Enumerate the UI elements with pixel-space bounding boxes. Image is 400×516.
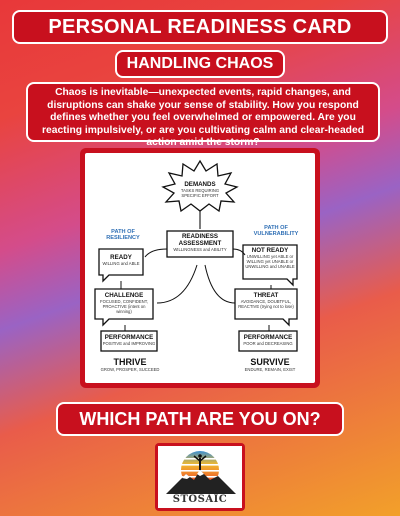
not-ready-bubble-shape [242,244,298,287]
path-of-resiliency-label: PATH OF RESILIENCY [106,229,140,242]
not-ready-node: NOT READY UNWILLING yet ABLE or WILLING … [243,247,297,269]
performance-left-box-shape [100,330,158,352]
thrive-sub: GROW, PROSPER, SUCCEED [100,367,160,372]
survive-node: SURVIVE ENDURE, REMAIN, EXIST [235,357,305,372]
stosaic-logo: STOSAIC [155,443,245,511]
survive-title: SURVIVE [250,357,290,367]
thrive-title: THRIVE [113,357,147,367]
performance-left-sub: POSITIVE and IMPROVING [102,341,156,346]
survive-sub: ENDURE, REMAIN, EXIST [244,367,296,372]
arrow-threat-path [204,264,236,304]
ready-sub: WILLING and ABLE [102,261,140,266]
not-ready-title: NOT READY [251,247,289,254]
threat-bubble-shape [234,288,298,327]
demands-sub: TASKS REQUIRING SPECIFIC EFFORT [180,188,220,198]
ready-title: READY [110,254,132,261]
challenge-node: CHALLENGE FOCUSED, CONFIDENT, PROACTIVE … [95,292,153,314]
readiness-diagram: DEMANDS TASKS REQUIRING SPECIFIC EFFORT … [80,148,320,388]
ready-bubble-shape [98,248,144,283]
diagram-shapes [94,159,298,352]
logo-mountain-icon [166,451,236,494]
ready-node: READY WILLING and ABLE [99,254,143,266]
thrive-node: THRIVE GROW, PROSPER, SUCCEED [95,357,165,372]
challenge-bubble-shape [94,288,154,327]
performance-right-sub: POOR and DECREASING [243,341,293,346]
logo-text: STOSAIC [172,494,228,505]
challenge-title: CHALLENGE [104,292,144,299]
arrow-assessment-right [232,248,246,256]
assessment-box-shape [166,230,234,258]
page-title: PERSONAL READINESS CARD [12,10,388,44]
demands-title: DEMANDS [184,181,216,188]
challenge-sub: FOCUSED, CONFIDENT, PROACTIVE (intent on… [100,299,148,314]
threat-title: THREAT [253,292,279,299]
section-subtitle: HANDLING CHAOS [115,50,285,78]
arrow-challenge-path [156,264,198,304]
performance-right-node: PERFORMANCE POOR and DECREASING [239,334,297,346]
performance-right-box-shape [238,330,298,352]
path-of-vulnerability-label: PATH OF VULNERABILITY [253,225,299,238]
performance-right-title: PERFORMANCE [243,334,293,341]
performance-left-node: PERFORMANCE POSITIVE and IMPROVING [101,334,157,346]
arrow-assessment-left [144,248,168,258]
assessment-title: READINESS ASSESSMENT [178,233,222,247]
demands-node: DEMANDS TASKS REQUIRING SPECIFIC EFFORT [175,181,225,198]
not-ready-sub: UNWILLING yet ABLE or WILLING yet UNABLE… [245,254,295,269]
assessment-node: READINESS ASSESSMENT WILLINGNESS and ABI… [167,233,233,252]
diagram-canvas: DEMANDS TASKS REQUIRING SPECIFIC EFFORT … [85,153,315,383]
assessment-sub: WILLINGNESS and ABILITY [173,247,227,252]
logo-inner: STOSAIC [158,446,242,508]
performance-left-title: PERFORMANCE [104,334,154,341]
threat-node: THREAT AVOIDANCE, DOUBTFUL, REACTIVE (tr… [235,292,297,309]
threat-sub: AVOIDANCE, DOUBTFUL, REACTIVE (trying no… [238,299,294,309]
intro-text: Chaos is inevitable—unexpected events, r… [26,82,380,148]
question-banner: WHICH PATH ARE YOU ON? [56,402,344,436]
